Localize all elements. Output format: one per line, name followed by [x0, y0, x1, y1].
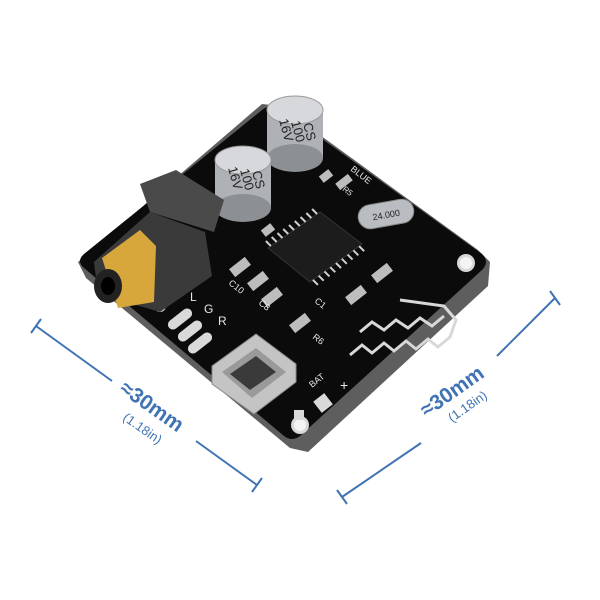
main-ic-chip: [265, 208, 365, 286]
capacitor-rear-voltage: 16V: [276, 117, 297, 144]
dimension-left-tick-end: [251, 477, 263, 493]
ic-pins-right: [312, 245, 365, 286]
smd-component: [335, 173, 353, 191]
dimension-left-line-lower: [195, 440, 258, 486]
ic-pin: [312, 279, 319, 286]
pad-ground: [177, 320, 203, 342]
ic-pin: [265, 240, 272, 247]
capacitor-front-brand: CS: [249, 169, 268, 191]
micro-usb-port: [211, 333, 297, 415]
ic-pin: [323, 270, 331, 278]
capacitor-front-value: 100: [237, 167, 257, 192]
dimension-right: [336, 290, 561, 505]
capacitor-front-base: [215, 194, 271, 222]
antenna-trace: [349, 298, 458, 357]
mounting-hole-right-inner: [460, 257, 472, 269]
pad-label-ground: G: [204, 302, 213, 316]
capacitor-rear-top: [266, 95, 324, 125]
smd-component: [371, 262, 393, 284]
ic-pin: [282, 228, 289, 235]
smd-component: [247, 270, 269, 292]
ic-pin: [294, 220, 301, 227]
ic-pin: [299, 216, 307, 223]
battery-plus-label: +: [340, 377, 348, 393]
capacitor-rear-brand: CS: [300, 121, 319, 143]
dimension-right-tick-end: [549, 290, 561, 306]
smd-component: [318, 169, 334, 183]
ic-pin: [317, 274, 325, 282]
antenna-trace-inner: [359, 314, 445, 334]
capacitor-front: CS 100 16V: [214, 145, 272, 222]
capacitor-rear-value: 100: [288, 119, 308, 144]
ic-pins-left: [265, 208, 318, 247]
dimension-right-line-upper: [496, 297, 556, 357]
ic-pin: [346, 253, 354, 261]
crystal-body: [357, 198, 415, 230]
ic-pin: [305, 212, 313, 219]
dimension-left-line-upper: [35, 325, 113, 382]
pad-left: [167, 308, 193, 330]
smd-component: [261, 286, 283, 308]
usb-socket: [230, 356, 276, 390]
smd-component: [289, 312, 311, 334]
ic-pin: [341, 258, 348, 265]
smd-component: [260, 223, 276, 237]
dimension-left: [30, 318, 263, 493]
ic-pin: [276, 232, 284, 239]
audio-jack-hole: [101, 277, 115, 295]
dimension-left-tick-start: [30, 318, 42, 334]
battery-pad-negative: [294, 410, 304, 420]
capacitor-rear-base: [267, 144, 323, 172]
pad-label-left: L: [190, 290, 197, 304]
audio-jack: [94, 170, 224, 312]
ic-pin: [352, 249, 360, 257]
capacitor-rear: CS 100 16V: [266, 95, 324, 172]
battery-pad-positive: [313, 393, 333, 413]
capacitor-front-top: [214, 145, 272, 175]
crystal-oscillator: 24.000: [357, 198, 415, 230]
audio-output-pads: L G R: [167, 290, 227, 354]
smd-component: [345, 284, 367, 306]
ic-pin: [335, 262, 342, 269]
pad-right: [187, 332, 213, 354]
audio-jack-top: [140, 170, 224, 232]
crystal-label: 24.000: [372, 208, 401, 223]
mounting-hole-bottom-inner: [294, 419, 306, 431]
ic-pin: [358, 245, 365, 252]
dimension-right-tick-start: [336, 489, 348, 505]
ic-pin: [288, 224, 295, 231]
smd-component: [229, 256, 251, 278]
ic-pin: [270, 236, 278, 243]
ic-body: [267, 211, 363, 283]
ic-pin: [329, 266, 336, 273]
capacitor-front-voltage: 16V: [225, 165, 246, 192]
ic-pin: [311, 208, 318, 215]
dimension-right-line-lower: [341, 442, 422, 498]
pad-label-right: R: [218, 314, 227, 328]
smd-components: [229, 169, 393, 334]
